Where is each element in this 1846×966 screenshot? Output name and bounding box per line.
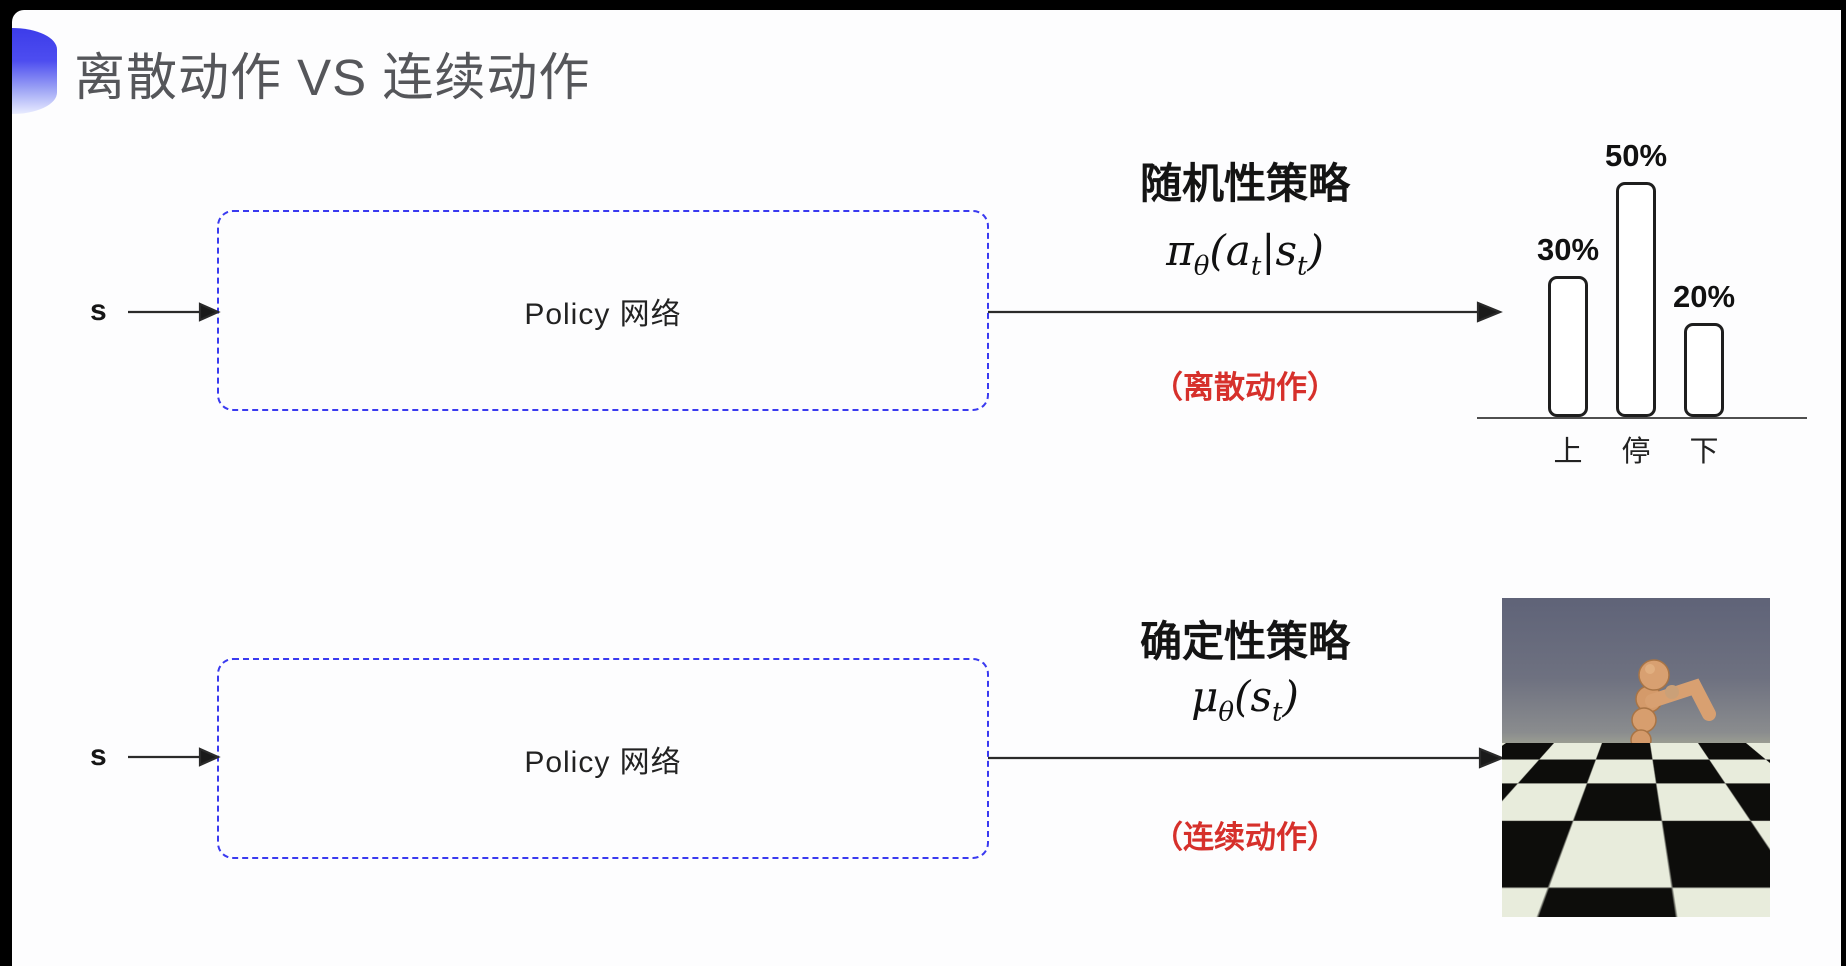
formula-close: ) <box>1307 226 1324 275</box>
policy-network-label: Policy 网络 <box>524 297 682 331</box>
discrete-action-note: （离散动作） <box>1152 370 1338 405</box>
bar-category-label: 下 <box>1689 436 1719 468</box>
action-bar-chart: 30% 上 50% 停 20% 下 <box>1477 110 1822 482</box>
formula-mu: μ <box>1191 672 1219 721</box>
formula-st-sub: t <box>1297 251 1308 282</box>
state-input-label-stochastic: s <box>90 294 107 327</box>
page-title: 离散动作 VS 连续动作 <box>74 49 591 106</box>
deterministic-policy-formula: μθ(st) <box>1100 672 1390 727</box>
continuous-action-note: （连续动作） <box>1152 820 1338 855</box>
bar-value-label: 50% <box>1604 138 1668 173</box>
mujoco-humanoid-image <box>1502 598 1770 917</box>
formula-open-s: (s <box>1234 672 1273 721</box>
state-input-label-deterministic: s <box>90 739 107 772</box>
deterministic-policy-title: 确定性策略 <box>1139 618 1350 665</box>
humanoid-robot-figure <box>1574 659 1716 912</box>
formula-bar-s: |s <box>1261 226 1298 275</box>
bar-category-label: 停 <box>1621 436 1651 468</box>
policy-network-label: Policy 网络 <box>524 745 682 779</box>
probability-bar <box>1616 182 1656 417</box>
probability-bar <box>1548 276 1588 417</box>
chart-baseline <box>1477 417 1807 419</box>
slide-background: 离散动作 VS 连续动作 s Policy 网络 随机性策略 πθ(at|st)… <box>12 10 1841 966</box>
stochastic-policy-formula: πθ(at|st) <box>1100 226 1390 281</box>
bar-category-label: 上 <box>1553 436 1583 468</box>
formula-open-a: (a <box>1209 226 1251 275</box>
stochastic-policy-title: 随机性策略 <box>1139 160 1350 207</box>
formula-close: ) <box>1282 672 1299 721</box>
title-bullet-icon <box>12 28 57 114</box>
formula-at-sub: t <box>1250 251 1262 282</box>
formula-theta-sub: θ <box>1193 251 1210 282</box>
formula-pi: π <box>1166 226 1194 275</box>
policy-network-box-deterministic: Policy 网络 <box>217 658 989 859</box>
formula-theta-sub: θ <box>1218 697 1235 728</box>
bar-value-label: 20% <box>1672 279 1736 314</box>
formula-st-sub: t <box>1272 697 1283 728</box>
policy-network-box-stochastic: Policy 网络 <box>217 210 989 411</box>
probability-bar <box>1684 323 1724 417</box>
bar-value-label: 30% <box>1536 232 1600 267</box>
